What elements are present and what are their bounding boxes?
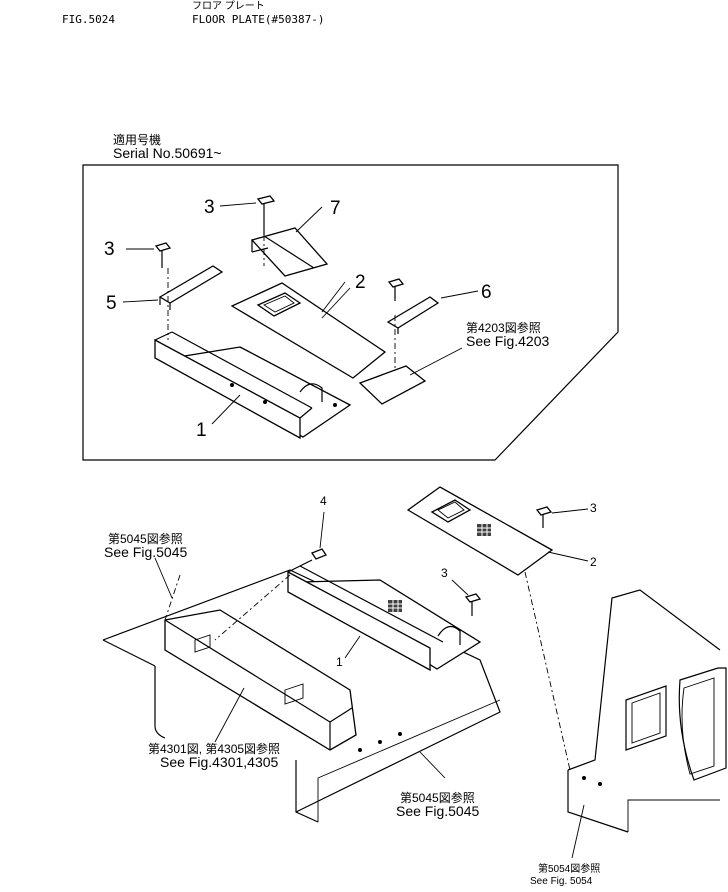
callout-6: 6 <box>481 282 492 303</box>
leader-4301 <box>214 687 245 743</box>
title-jp: フロア プレート <box>192 0 265 12</box>
leader-2-upper <box>321 281 346 313</box>
ref-5054-en: See Fig. 5054 <box>530 876 593 887</box>
part-1-lower-bracket <box>287 565 482 672</box>
callout-3-lower-right: 3 <box>590 501 597 515</box>
ref-4203-jp: 第4203図参照 <box>466 320 541 335</box>
callout-4: 4 <box>320 494 327 508</box>
bolt-3-lower-mid <box>451 579 482 616</box>
guide-dash-a <box>164 574 181 621</box>
callout-2-lower: 2 <box>590 555 597 569</box>
leader-5045b <box>419 751 446 779</box>
bolt-right <box>387 278 405 378</box>
part-2-plate <box>230 282 387 379</box>
title-en: FLOOR PLATE(#50387-) <box>192 13 324 26</box>
part-1-bracket <box>154 331 352 440</box>
ref-4203-en: See Fig.4203 <box>466 333 549 349</box>
ref-5054-jp: 第5054図参照 <box>538 862 600 875</box>
adjacent-plate-4203 <box>358 347 463 405</box>
leader-1-upper <box>211 394 241 425</box>
frame-beam <box>164 609 357 751</box>
leader-5045a <box>154 557 173 599</box>
ref-4301-jp: 第4301図, 第4305図参照 <box>148 741 280 756</box>
bolt-3-lower-right <box>535 506 589 528</box>
serial-label-jp: 適用号機 <box>113 132 161 147</box>
callout-1-lower: 1 <box>336 655 343 669</box>
callout-1-upper: 1 <box>196 420 207 441</box>
bolt-3-left <box>126 242 172 340</box>
part-5-bracket <box>122 265 224 310</box>
bolt-3-upper <box>219 195 276 266</box>
bolt-4-lower <box>299 511 327 567</box>
ref-5045b-en: See Fig.5045 <box>396 803 479 819</box>
guide-dash-b <box>214 574 291 641</box>
ref-5045b-jp: 第5045図参照 <box>400 790 475 805</box>
fig-number: FIG.5024 <box>62 13 115 26</box>
callout-3-left: 3 <box>104 239 115 260</box>
mesh-pattern-plate <box>477 524 491 536</box>
callout-7: 7 <box>330 198 341 219</box>
cab-outline <box>524 571 727 859</box>
callout-2-upper: 2 <box>355 272 366 293</box>
ref-5045a-jp: 第5045図参照 <box>108 531 183 546</box>
part-2-lower-plate <box>406 486 589 576</box>
callout-3-upper: 3 <box>204 197 215 218</box>
ref-4301-en: See Fig.4301,4305 <box>160 754 279 770</box>
part-6-bracket <box>386 290 479 334</box>
callout-3-lower-mid: 3 <box>441 566 448 580</box>
serial-label-en: Serial No.50691~ <box>113 145 222 161</box>
callout-5: 5 <box>106 293 117 314</box>
floor-base <box>102 569 501 823</box>
part-7-bar <box>250 206 329 277</box>
mesh-pattern-lower <box>388 600 402 612</box>
ref-5045a-en: See Fig.5045 <box>104 544 187 560</box>
serial-box-frame <box>82 164 619 461</box>
